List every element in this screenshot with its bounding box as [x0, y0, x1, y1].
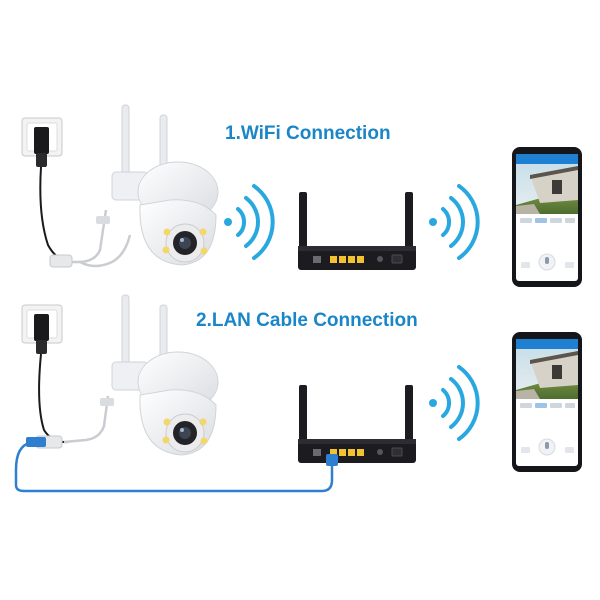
wifi-wave-icon — [222, 184, 275, 260]
router-icon — [297, 384, 417, 464]
smartphone-icon — [511, 331, 583, 473]
lan-row — [21, 294, 583, 473]
power-adapter-icon — [49, 254, 73, 268]
router-icon — [297, 191, 417, 271]
wifi-connection-title: 1.WiFi Connection — [225, 123, 391, 144]
wall-socket-icon — [21, 304, 63, 355]
camera-icon — [111, 294, 219, 456]
wifi-wave-icon — [427, 365, 480, 441]
wifi-wave-icon — [427, 184, 480, 260]
wall-socket-icon — [21, 117, 63, 168]
lan-connection-title: 2.LAN Cable Connection — [196, 310, 418, 331]
wifi-row — [21, 104, 583, 288]
smartphone-icon — [511, 146, 583, 288]
lan-cable-icon — [14, 437, 338, 493]
